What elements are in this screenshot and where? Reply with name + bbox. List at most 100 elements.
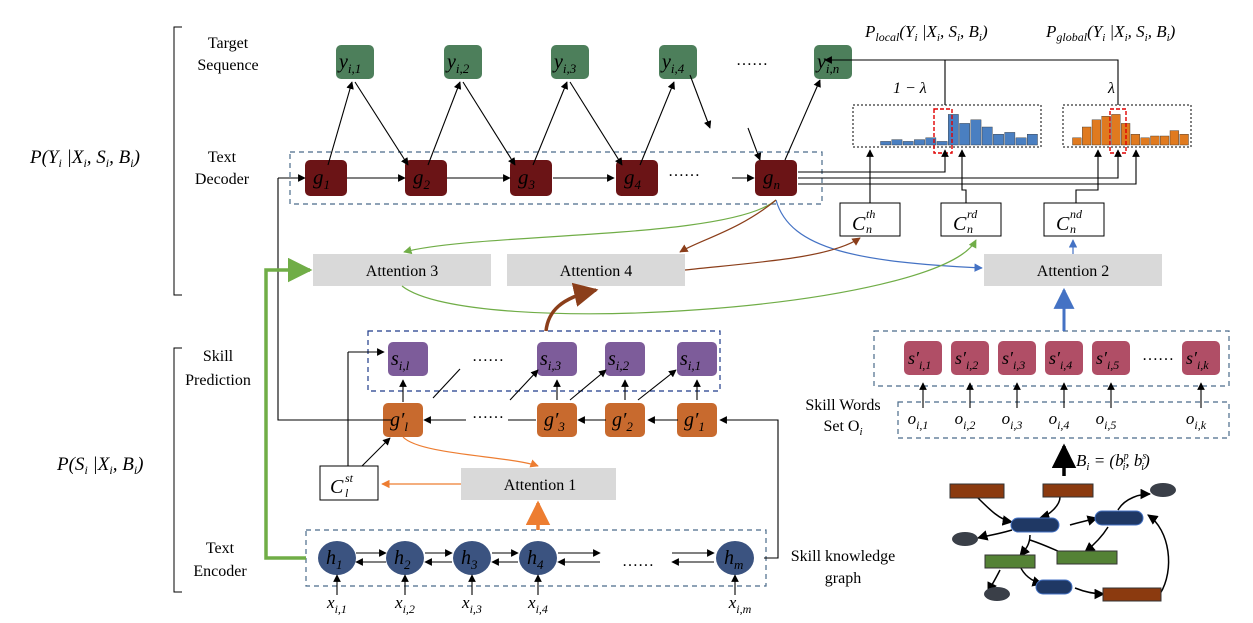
local-bar-4 [914, 139, 925, 146]
local-bar-12 [1004, 132, 1016, 146]
line-global-yn [945, 59, 1119, 105]
local-highlight [933, 108, 953, 154]
arrow-gn-global [798, 149, 1122, 179]
skill-word-o-1: oi,1 [908, 409, 929, 432]
local-bar-7 [948, 114, 959, 146]
lambda-label: λ [1107, 80, 1115, 97]
skill-word-o-6: oi,k [1186, 409, 1207, 432]
skill-words-label-2: Set Oi [823, 418, 862, 438]
arrow-g2-y2 [427, 81, 462, 166]
skill-word-node-6: s′i,k [1182, 341, 1220, 375]
arrow-hm-g1p [719, 416, 779, 559]
svg-text:n: n [866, 222, 872, 236]
arrow-g3-y3 [532, 81, 568, 166]
global-bar-4 [1101, 115, 1111, 146]
global-bar-12 [1179, 133, 1189, 146]
arrow-glp-att1 [402, 436, 539, 468]
local-bar-11 [993, 133, 1004, 146]
local-bar-2 [891, 139, 903, 146]
skill-word-o-3: oi,3 [1002, 409, 1023, 432]
local-bar-9 [970, 119, 982, 146]
encoder-node-4: h4 [519, 541, 557, 575]
svg-text:C: C [953, 213, 967, 235]
local-bar-6 [936, 141, 948, 146]
attention-2-label: Attention 2 [1037, 263, 1109, 280]
context-c-l-st: C st l [319, 465, 379, 501]
attention-4-box: Attention 4 [507, 254, 685, 286]
decoder-node-5: gn [755, 160, 797, 196]
svg-text:l: l [345, 486, 349, 500]
attention-4-label: Attention 4 [560, 263, 632, 280]
context-c-n-rd: C rd n [940, 202, 1002, 237]
arrow-to-s1 [637, 369, 677, 401]
line-gl-next [432, 368, 461, 399]
encoder-node-5: hm [716, 541, 754, 575]
target-node-2: yi,2 [444, 45, 482, 79]
input-x-1: xi,1 [326, 593, 347, 616]
decoder-node-4: g4 [616, 160, 658, 196]
arrow-gn-local [798, 149, 949, 173]
prob-s-formula: P(Si |Xi, Bi) [56, 454, 144, 477]
skill-word-node-1: s′i,1 [904, 341, 942, 375]
arrow-att4-cth [684, 237, 861, 271]
target-node-5: yi,n [814, 45, 852, 79]
global-bar-9 [1150, 135, 1160, 146]
arrow-cst-glp [361, 437, 391, 467]
skill-pred-dashed-box [367, 330, 721, 392]
svg-text:n: n [967, 222, 973, 236]
arrow-y2-g3 [462, 81, 516, 166]
arrow-y3-g4 [569, 81, 623, 166]
skill-pred-node-4: si,1 [677, 342, 717, 376]
svg-text:nd: nd [1070, 207, 1083, 221]
upper-bracket [173, 26, 182, 296]
skill-word-node-2: s′i,2 [951, 341, 989, 375]
context-c-n-nd: C nd n [1043, 202, 1105, 237]
skill-word-node-4: s′i,4 [1045, 341, 1083, 375]
attention-3-box: Attention 3 [313, 254, 491, 286]
arrow-gn-att2 [775, 199, 983, 272]
global-bar-1 [1072, 137, 1082, 146]
local-bar-13 [1015, 137, 1027, 146]
skill-pred-dots: …… [472, 348, 504, 365]
arrow-encoder-att3 [264, 257, 313, 560]
local-bar-5 [925, 137, 937, 146]
label-text-encoder-2: Encoder [193, 563, 247, 580]
encoder-dots: …… [622, 553, 654, 570]
global-bar-8 [1140, 137, 1150, 146]
arrow-to-s3 [509, 369, 539, 401]
svg-text:C: C [330, 476, 344, 498]
arrow-skillpred-att4 [544, 282, 599, 332]
attention-1-box: Attention 1 [461, 468, 616, 500]
label-text-encoder-1: Text [206, 540, 235, 557]
label-prediction: Prediction [185, 372, 251, 389]
lower-bracket [173, 347, 182, 593]
target-node-4: yi,4 [659, 45, 697, 79]
decoder-node-3: g3 [510, 160, 552, 196]
skill-pred-node-3: si,2 [605, 342, 645, 376]
arrow-skill-to-decoder [277, 178, 392, 421]
arrow-y4-next [689, 74, 712, 129]
svg-text:th: th [866, 207, 875, 221]
skill-dec-node-4: g′1 [677, 403, 717, 437]
arrow-gn-att4 [679, 199, 777, 253]
local-bar-3 [902, 141, 914, 146]
skill-dec-node-1: g′l [383, 403, 423, 437]
skill-word-node-5: s′i,5 [1092, 341, 1130, 375]
prob-y-formula: P(Yi |Xi, Si, Bi) [29, 147, 140, 170]
attention-1-label: Attention 1 [504, 477, 576, 494]
input-x-4: xi,4 [527, 593, 548, 616]
decoder-node-1: g1 [305, 160, 347, 196]
global-bar-7 [1130, 133, 1140, 146]
arrow-s-to-s2 [569, 369, 607, 401]
input-x-5: xi,m [728, 593, 752, 616]
local-bar-14 [1027, 133, 1038, 146]
arrow-crd-local [958, 149, 967, 203]
global-bar-3 [1091, 119, 1101, 146]
attention-2-box: Attention 2 [984, 254, 1162, 286]
p-local-label: Plocal(Yi |Xi, Si, Bi) [864, 22, 988, 44]
arrow-prev-gn [747, 127, 762, 161]
skill-word-o-2: oi,2 [955, 409, 976, 432]
encoder-node-3: h3 [453, 541, 491, 575]
skill-kg-label-1: Skill knowledge [791, 548, 895, 565]
